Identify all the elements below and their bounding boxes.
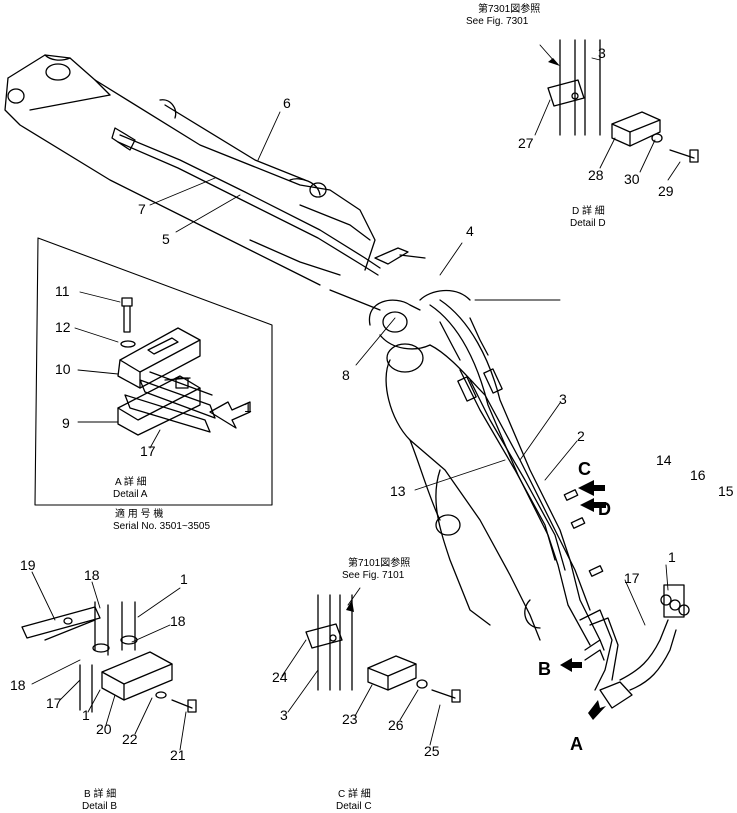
callout-3-c: 3 (280, 707, 288, 723)
callout-1-b-top: 1 (180, 571, 188, 587)
callout-24: 24 (272, 669, 288, 685)
ref-7301-en: See Fig. 7301 (466, 16, 529, 27)
callout-1-b-bottom: 1 (82, 707, 90, 723)
callout-22: 22 (122, 731, 138, 747)
callout-10: 10 (55, 361, 71, 377)
view-arrow-letters: C D B A (538, 459, 611, 754)
callout-5: 5 (162, 231, 170, 247)
callout-14: 14 (656, 452, 672, 468)
callout-4: 4 (466, 223, 474, 239)
detail-a-leaders (74, 291, 161, 449)
callout-20: 20 (96, 721, 112, 737)
callout-23: 23 (342, 711, 358, 727)
view-arrow-b (560, 658, 582, 672)
callout-17-b: 17 (46, 695, 62, 711)
callout-1-main: 1 (668, 549, 676, 565)
callout-16: 16 (690, 467, 706, 483)
callout-numbers: 6 7 5 4 8 13 3 2 14 16 15 1 17 11 12 10 … (10, 45, 734, 763)
view-arrow-d (580, 498, 606, 512)
view-letter-c: C (578, 459, 591, 479)
detail-d-leaders (534, 44, 681, 181)
detail-b-jp: B 詳 細 (84, 787, 116, 800)
callout-18-left: 18 (10, 677, 26, 693)
view-letter-d: D (598, 499, 611, 519)
callout-1-a: 1 (244, 399, 252, 415)
callout-27: 27 (518, 135, 534, 151)
view-letter-b: B (538, 659, 551, 679)
callout-21: 21 (170, 747, 186, 763)
callout-18-right: 18 (170, 613, 186, 629)
view-arrows[interactable] (560, 480, 606, 720)
main-leaders (149, 111, 669, 626)
callout-29: 29 (658, 183, 674, 199)
detail-b-en: Detail B (82, 801, 117, 812)
callout-18-top: 18 (84, 567, 100, 583)
callout-3-d: 3 (598, 45, 606, 61)
detail-a-parts (117, 297, 251, 436)
arm-hoses (419, 289, 604, 646)
callout-17-a: 17 (140, 443, 156, 459)
detail-b-leaders (31, 571, 187, 751)
detail-d-jp: D 詳 細 (572, 204, 605, 217)
detail-a-frame (34, 237, 273, 506)
ref-7101-jp: 第7101図参照 (348, 556, 410, 569)
arm-outline (368, 299, 591, 641)
callout-17-main: 17 (624, 570, 640, 586)
reference-arrows (346, 58, 560, 612)
callout-25: 25 (424, 743, 440, 759)
detail-c-en: Detail C (336, 801, 372, 812)
detail-c-leaders (281, 587, 441, 746)
callout-19: 19 (20, 557, 36, 573)
callout-15: 15 (718, 483, 734, 499)
boom-pipes (111, 99, 426, 276)
callout-28: 28 (588, 167, 604, 183)
detail-a-jp: A 詳 細 (115, 475, 147, 488)
view-letter-a: A (570, 734, 583, 754)
view-arrow-c (578, 480, 605, 496)
detail-d-parts (547, 39, 699, 163)
callout-30: 30 (624, 171, 640, 187)
ref-7101-en: See Fig. 7101 (342, 570, 405, 581)
detail-a-en: Detail A (113, 489, 148, 500)
detail-d-en: Detail D (570, 218, 606, 229)
callout-7: 7 (138, 201, 146, 217)
callout-3-main: 3 (559, 391, 567, 407)
detail-captions: D 詳 細 Detail D A 詳 細 Detail A 適 用 号 機 Se… (82, 204, 606, 812)
callout-6: 6 (283, 95, 291, 111)
arm-end-bracket (579, 584, 690, 709)
boom-outline (4, 54, 381, 311)
detail-c-jp: C 詳 細 (338, 787, 371, 800)
callout-12: 12 (55, 319, 71, 335)
callout-26: 26 (388, 717, 404, 733)
serial-jp: 適 用 号 機 (115, 507, 163, 520)
callout-8: 8 (342, 367, 350, 383)
ref-7301-jp: 第7301図参照 (478, 2, 540, 15)
serial-en: Serial No. 3501~3505 (113, 521, 210, 532)
reference-notes: 第7301図参照 See Fig. 7301 第7101図参照 See Fig.… (342, 2, 540, 581)
detail-c-parts (305, 594, 461, 703)
callout-11: 11 (55, 283, 70, 299)
view-arrow-a (588, 700, 606, 720)
callout-2: 2 (577, 428, 585, 444)
callout-13: 13 (390, 483, 406, 499)
callout-9: 9 (62, 415, 70, 431)
